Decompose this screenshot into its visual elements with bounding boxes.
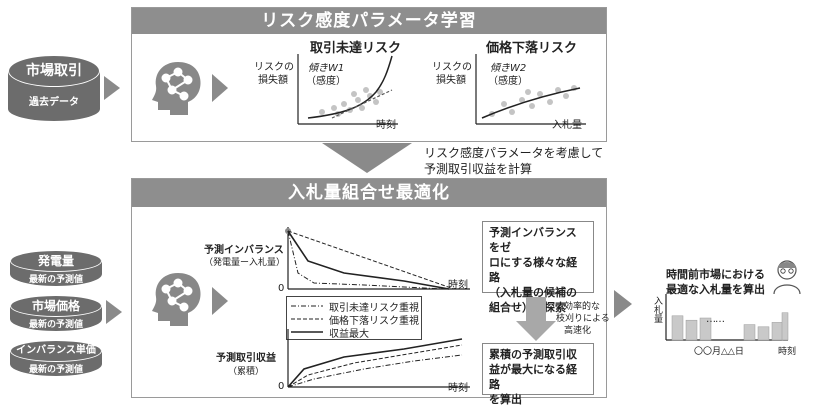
optimization-legend: 取引未達リスク重視 価格下落リスク重視 収益最大 — [286, 296, 422, 340]
market-trade-subtitle: 過去データ — [29, 97, 79, 108]
chart-left-title: 取引未達リスク — [310, 41, 402, 56]
output-bar — [781, 312, 789, 341]
middle-note-line1: リスク感度パラメータを考慮して — [424, 146, 604, 160]
output-ylabel: 入札量 — [652, 296, 662, 323]
arrow-right-icon — [614, 290, 632, 318]
search-paths-line-1: ロにする様々な経路 — [489, 256, 578, 284]
output-bar — [743, 324, 756, 341]
power-generation-subtitle: 最新の予測値 — [28, 275, 83, 285]
chart-left-ylabel-1: リスクの — [254, 62, 294, 73]
arrow-right-icon — [212, 287, 228, 315]
chart-right-ylabel-2: 損失額 — [436, 75, 466, 86]
chart-left-plot — [297, 54, 398, 125]
legend-item-1: 価格下落リスク重視 — [329, 316, 419, 327]
arrow-right-icon — [104, 76, 120, 100]
max-revenue-line-1: 益が最大になる経路 — [489, 363, 577, 391]
chart-right-slope-1: 傾きW2 — [490, 63, 527, 74]
imbalance-origin: 0 — [278, 283, 285, 294]
output-title-2: 最適な入札量を算出 — [666, 283, 765, 296]
market-trade-title: 市場取引 — [8, 55, 100, 87]
chart-right-plot — [475, 54, 586, 125]
risk-learning-title: リスク感度パラメータ学習 — [132, 8, 606, 34]
pruning-note-1: 枝刈りによる — [556, 314, 610, 324]
market-price-database: 市場価格 最新の予測値 — [10, 295, 102, 331]
revenue-xlabel: 時刻 — [448, 383, 468, 394]
imbalance-plot — [285, 227, 470, 290]
imbalance-ylabel-2: （発電量ー入札量） — [204, 258, 286, 268]
max-revenue-line-0: 累積の予測取引収 — [489, 348, 577, 361]
imbalance-price-database: インバランス単価 最新の予測値 — [10, 340, 102, 376]
output-bar — [671, 315, 684, 341]
middle-note-line2: 予測取引収益を計算 — [424, 162, 533, 176]
chart-right-xlabel: 入札量 — [552, 120, 582, 131]
bid-optimization-title: 入札量組合せ最適化 — [132, 179, 606, 207]
output-title-1: 時間前市場における — [666, 268, 765, 281]
chart-left-ylabel-2: 損失額 — [258, 75, 288, 86]
power-generation-title: 発電量 — [10, 250, 102, 272]
legend-line-samples — [291, 305, 323, 333]
imbalance-xlabel: 時刻 — [448, 280, 468, 291]
market-trade-database: 市場取引 過去データ — [8, 55, 100, 121]
revenue-ylabel-1: 予測取引収益 — [216, 353, 276, 364]
risk-learning-panel: リスク感度パラメータ学習 取引未達リスク リスクの 損失額 傾きW1 （感度） … — [131, 7, 607, 142]
max-revenue-line-2: を算出 — [489, 393, 522, 406]
market-price-title: 市場価格 — [10, 295, 102, 317]
imbalance-price-subtitle: 最新の予測値 — [28, 365, 83, 375]
revenue-origin: 0 — [278, 381, 285, 392]
chart-left-xlabel: 時刻 — [376, 120, 396, 131]
chart-left-slope-1: 傾きW1 — [308, 63, 345, 74]
output-bar — [699, 317, 712, 341]
output-date-label: 〇〇月△△日 — [694, 347, 744, 357]
person-icon — [773, 260, 801, 295]
market-price-subtitle: 最新の予測値 — [28, 320, 83, 330]
max-revenue-box: 累積の予測取引収 益が最大になる経路 を算出 — [482, 343, 594, 406]
revenue-plot — [287, 329, 470, 388]
output-bar — [757, 326, 770, 341]
arrow-right-icon — [106, 300, 122, 324]
output-bar-chart — [665, 294, 789, 341]
search-paths-line-0: 予測インバランスをゼ — [489, 226, 577, 254]
ai-head-icon — [152, 273, 201, 326]
search-paths-box: 予測インバランスをゼ ロにする様々な経路 （入札量の候補の 組合せ）を探索 — [482, 221, 594, 314]
revenue-ylabel-2: （累積） — [228, 367, 265, 377]
output-ellipsis: …… — [706, 314, 725, 325]
arrow-down-icon — [322, 143, 412, 173]
legend-item-0: 取引未達リスク重視 — [329, 303, 419, 314]
ai-head-icon — [152, 62, 201, 115]
legend-item-2: 収益最大 — [329, 329, 369, 340]
chart-right-title: 価格下落リスク — [486, 41, 578, 56]
arrow-right-icon — [212, 74, 228, 102]
imbalance-price-title: インバランス単価 — [10, 340, 102, 362]
arrow-down-icon — [516, 297, 556, 341]
chart-right-slope-2: （感度） — [488, 76, 528, 87]
output-bar — [771, 322, 784, 341]
search-paths-line-2: （入札量の候補の — [489, 286, 577, 299]
output-xlabel: 時刻 — [778, 347, 797, 357]
pruning-note-2: 高速化 — [564, 326, 592, 336]
output-bar — [685, 319, 698, 341]
power-generation-database: 発電量 最新の予測値 — [10, 250, 102, 286]
chart-left-slope-2: （感度） — [306, 76, 346, 87]
chart-right-ylabel-1: リスクの — [432, 62, 472, 73]
imbalance-ylabel-1: 予測インバランス — [204, 245, 284, 256]
pruning-note-0: 効率的な — [564, 302, 601, 312]
bid-optimization-panel: 入札量組合せ最適化 予測インバランス （発電量ー入札量） 0 時刻 取引未達リス… — [131, 178, 610, 406]
